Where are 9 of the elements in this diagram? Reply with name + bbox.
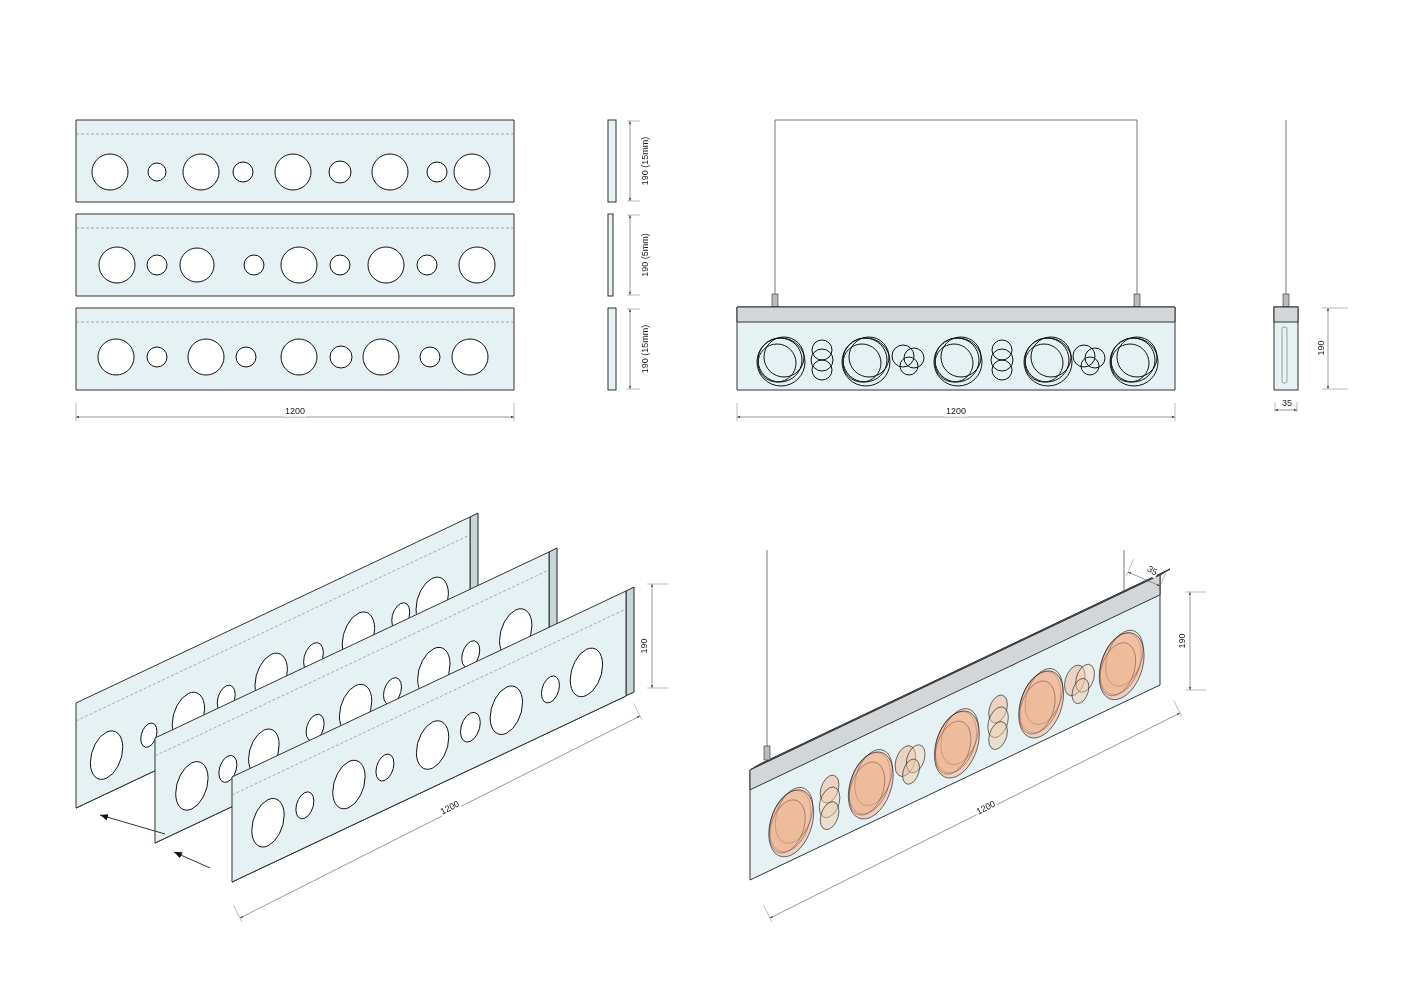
dimension-label: 190	[1315, 339, 1327, 357]
dimension-label: 190 (5mm)	[639, 232, 651, 278]
dimension-label: 190 (15mm)	[639, 135, 651, 187]
dimension-label: 190 (15mm)	[639, 323, 651, 375]
dimension-label: 1200	[945, 405, 967, 417]
dimension-label: 190	[638, 637, 650, 655]
dimension-label: 1200	[284, 405, 306, 417]
dimension-label: 35	[1281, 397, 1293, 409]
dimension-label: 190	[1176, 632, 1188, 650]
